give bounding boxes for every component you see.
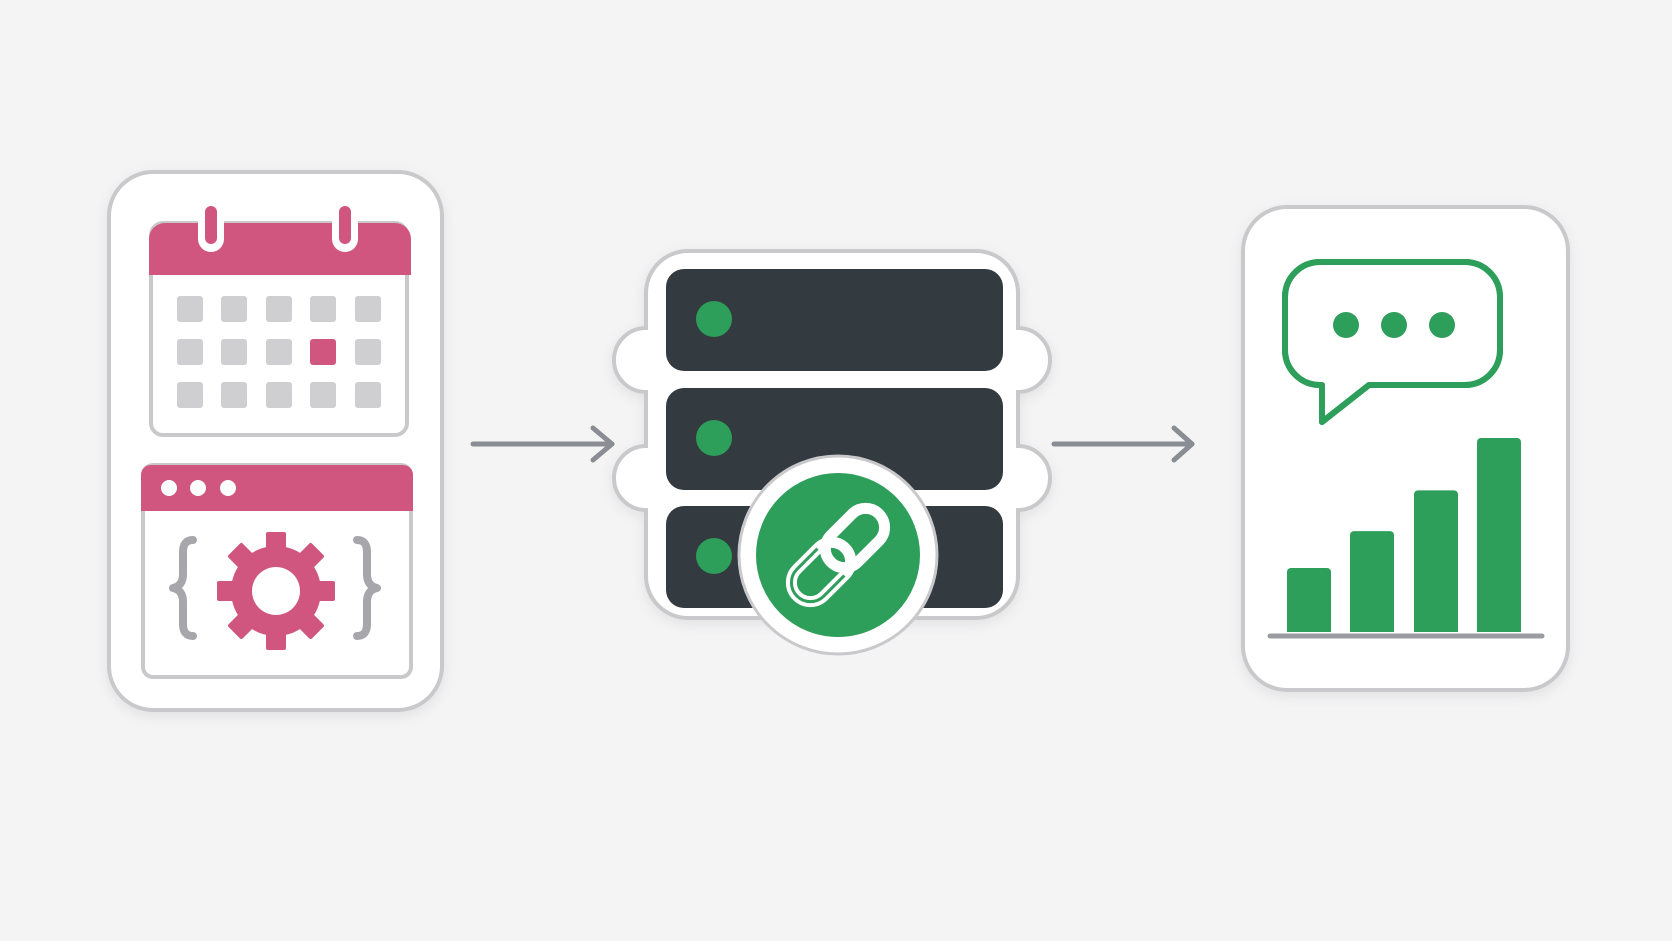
calendar-day (221, 382, 247, 408)
server-card (612, 249, 1052, 656)
calendar-day (266, 382, 292, 408)
chain-link-icon (737, 454, 939, 656)
browser-window-icon (141, 463, 413, 679)
gear-icon (217, 532, 335, 650)
calendar-day (177, 339, 203, 365)
calendar-grid (177, 296, 381, 408)
chart-bar (1287, 567, 1331, 632)
window-dot-icon (161, 480, 177, 496)
window-dot-icon (190, 480, 206, 496)
typing-dot-icon (1333, 312, 1359, 338)
calendar-config-card (107, 170, 444, 712)
calendar-day (221, 296, 247, 322)
calendar-day (310, 382, 336, 408)
status-light-icon (696, 538, 732, 574)
chart-bar (1414, 490, 1458, 632)
chat-analytics-card (1241, 205, 1570, 692)
calendar-icon (149, 202, 411, 437)
arrow-right-icon (1051, 425, 1195, 463)
status-light-icon (696, 420, 732, 456)
calendar-day (177, 382, 203, 408)
chart-bar (1477, 438, 1521, 632)
window-dot-icon (220, 480, 236, 496)
typing-dot-icon (1429, 312, 1455, 338)
chart-bar (1350, 531, 1394, 632)
calendar-day (355, 296, 381, 322)
calendar-day (221, 339, 247, 365)
calendar-day (310, 296, 336, 322)
calendar-day (177, 296, 203, 322)
bar-chart-icon (1267, 438, 1545, 639)
calendar-day (355, 382, 381, 408)
calendar-day (266, 339, 292, 365)
curly-braces-icon (169, 536, 381, 640)
calendar-day (266, 296, 292, 322)
calendar-day-highlighted (310, 339, 336, 365)
speech-bubble-icon (1282, 259, 1503, 425)
server-unit-2 (666, 388, 1003, 490)
arrow-right-icon (470, 425, 615, 463)
typing-dot-icon (1381, 312, 1407, 338)
calendar-day (355, 339, 381, 365)
status-light-icon (696, 301, 732, 337)
server-unit-1 (666, 269, 1003, 371)
